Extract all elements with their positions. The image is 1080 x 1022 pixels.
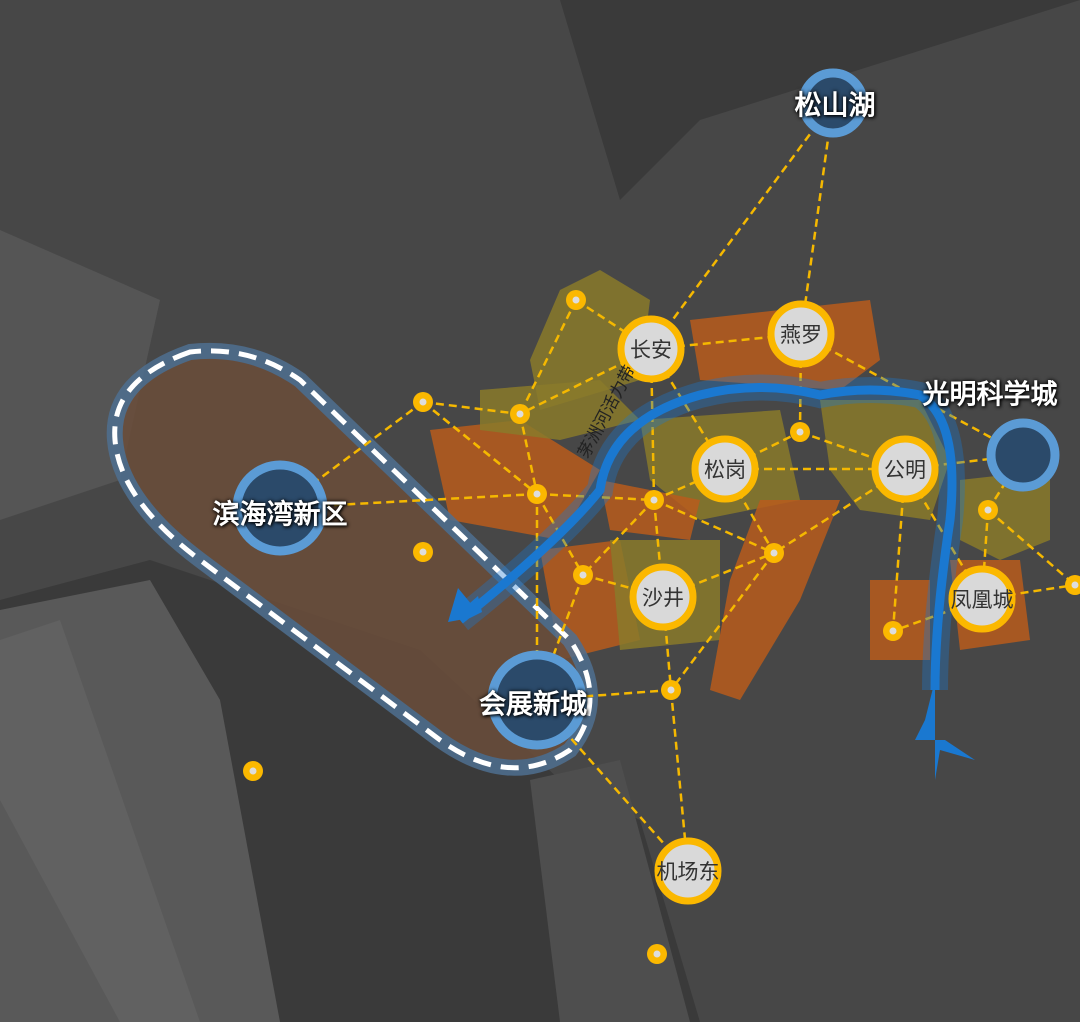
town-node-gongming [871, 435, 939, 503]
minor-node-center [533, 490, 541, 498]
hub-label-binhaiwan: 滨海湾新区 [212, 499, 348, 531]
town-label-jichangdong: 机场东 [656, 860, 720, 884]
town-node-jichangdong [654, 837, 722, 905]
link-yanluo-guangming [800, 332, 1024, 457]
minor-node-center [650, 496, 658, 504]
hub-node-songshanhu [798, 68, 868, 138]
town-label-fenghuang: 凤凰城 [950, 588, 1014, 612]
link-d0-d2 [518, 299, 578, 415]
minor-node-center [249, 767, 257, 775]
minor-node-center [984, 506, 992, 514]
town-label-yanluo: 燕罗 [780, 323, 822, 347]
hub-node-guangming [986, 418, 1060, 492]
town-node-changan [617, 315, 685, 383]
link-d2-d4 [518, 413, 539, 495]
minor-node-center [667, 686, 675, 694]
maozhou-river [448, 374, 975, 780]
link-d6-fenghuang [980, 509, 990, 600]
hub-label-guangming: 光明科学城 [922, 379, 1058, 411]
town-label-songgang: 松岗 [704, 458, 746, 482]
minor-node-center [419, 398, 427, 406]
town-node-fenghuang [948, 565, 1016, 633]
link-d6-d14 [987, 509, 1076, 586]
hub-node-huizhan [487, 650, 587, 750]
town-node-shajing [629, 563, 697, 631]
minor-node-center [889, 627, 897, 635]
minor-node-center [579, 571, 587, 579]
binhaiwan-huizhan-corridor [106, 342, 598, 776]
link-d5-d9 [653, 498, 775, 555]
minor-node-center [770, 549, 778, 557]
minor-node-center [796, 428, 804, 436]
hub-label-songshanhu: 松山湖 [794, 90, 876, 122]
minor-node-center [653, 950, 661, 958]
town-label-changan: 长安 [630, 338, 672, 362]
arrow-down-left-icon [448, 588, 482, 622]
link-d1-d4 [422, 401, 538, 495]
town-label-gongming: 公明 [884, 458, 926, 482]
link-d5-d8 [582, 499, 655, 576]
town-node-yanluo [767, 300, 835, 368]
minor-node-center [572, 296, 580, 304]
hub-label-huizhan: 会展新城 [479, 689, 587, 721]
link-d9-d11 [670, 552, 775, 691]
link-d11-jichangdong [669, 689, 690, 872]
link-d0-changan [575, 298, 652, 351]
minor-node-center [419, 548, 427, 556]
minor-node-center [1071, 581, 1079, 589]
link-changan-d2 [519, 347, 652, 416]
town-label-shajing: 沙井 [642, 586, 684, 610]
minor-node-center [516, 410, 524, 418]
town-node-songgang [691, 435, 759, 503]
nodes [232, 68, 1080, 964]
link-d1-d2 [422, 400, 521, 416]
hub-node-binhaiwan [232, 460, 328, 556]
